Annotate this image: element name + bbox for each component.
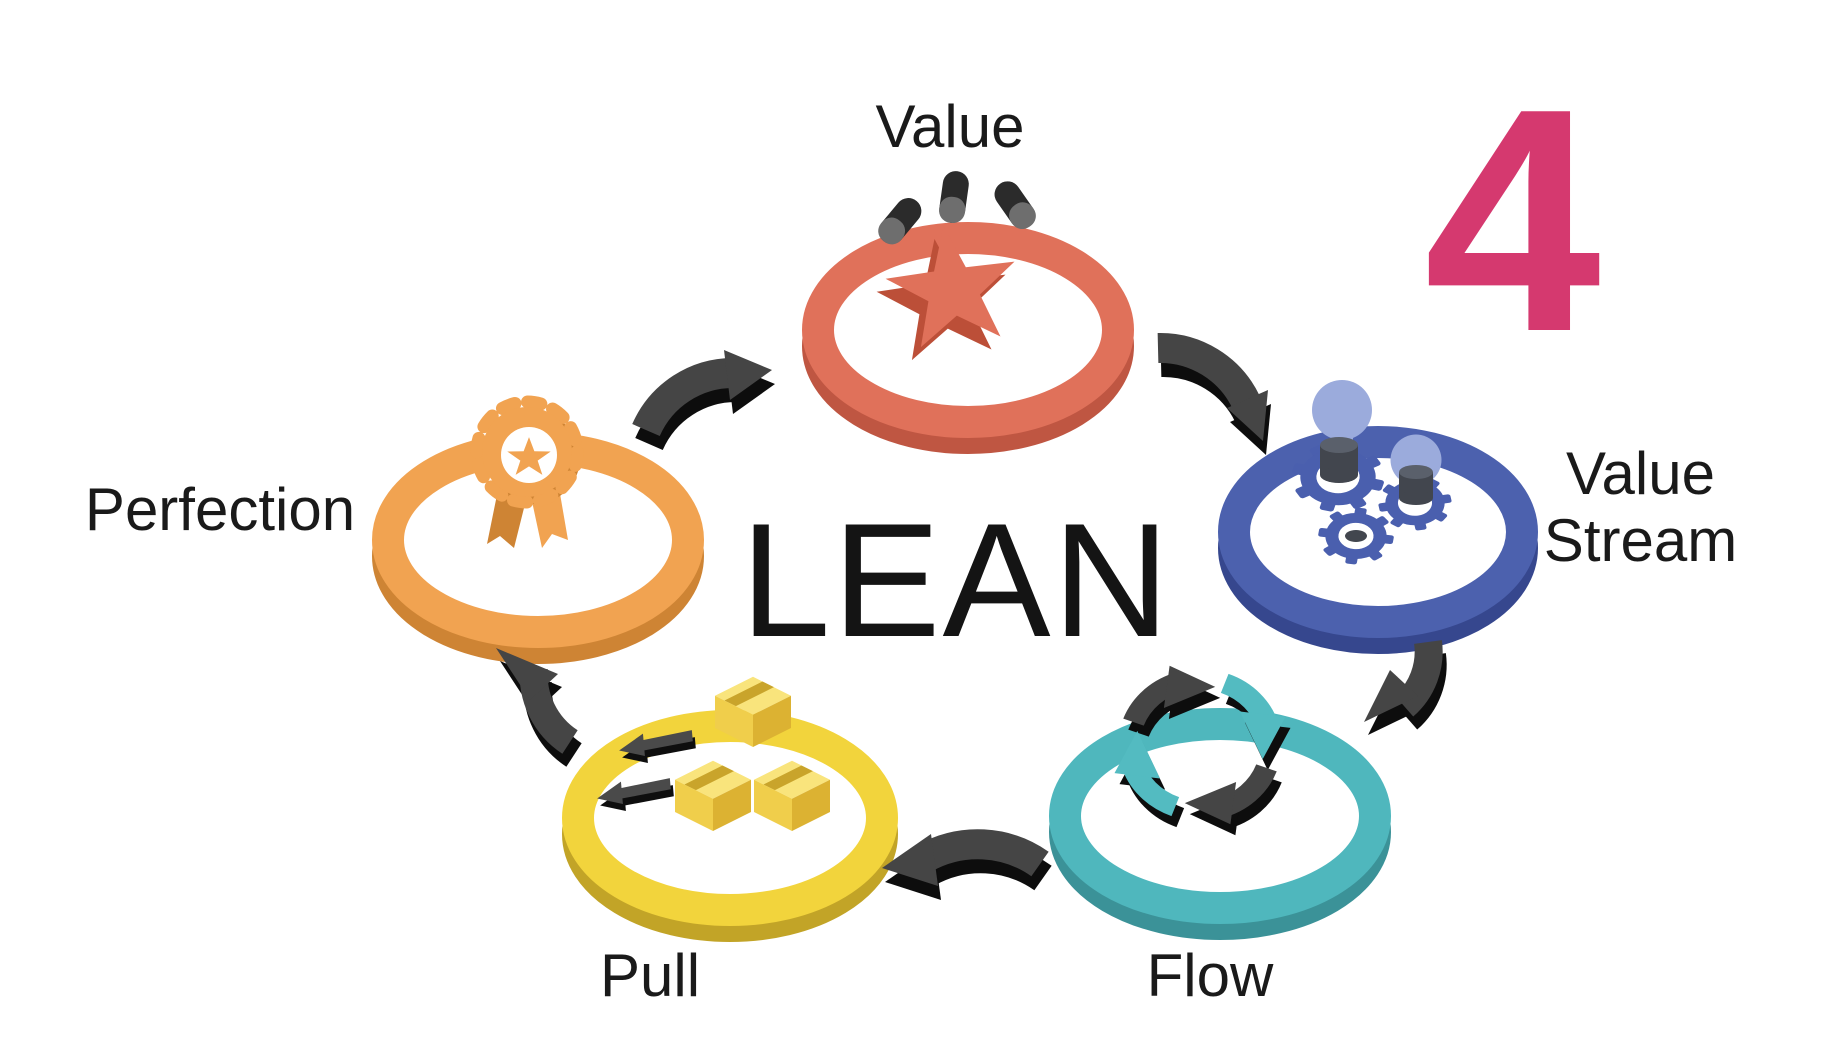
connector-flow-to-pull-arrow [882,829,1052,900]
flow-label: Flow [1146,942,1274,1009]
award-rosette-icon [470,395,584,548]
connector-perfection-to-value-arrow [632,350,775,451]
value-label: Value [875,93,1025,160]
value-stream-label: Value Stream [1543,440,1738,575]
spark-confetti-icon [878,171,1036,245]
gears-with-lightbulbs-icon [1281,380,1457,568]
slide-number: 4 [1424,43,1601,398]
pull-circle-ring [562,710,898,942]
pull-label: Pull [599,942,701,1009]
star-with-sparks-icon [870,171,1036,364]
value-circle-ring [802,222,1134,454]
perfection-label: Perfection [84,476,356,543]
connector-pull-to-perfection-arrow [496,648,583,767]
connector-value-stream-to-flow-arrow [1364,640,1447,735]
center-title: LEAN [740,490,1172,671]
gear-axle-cylinders [1320,437,1433,542]
connector-value-to-value-stream-arrow [1157,332,1271,455]
